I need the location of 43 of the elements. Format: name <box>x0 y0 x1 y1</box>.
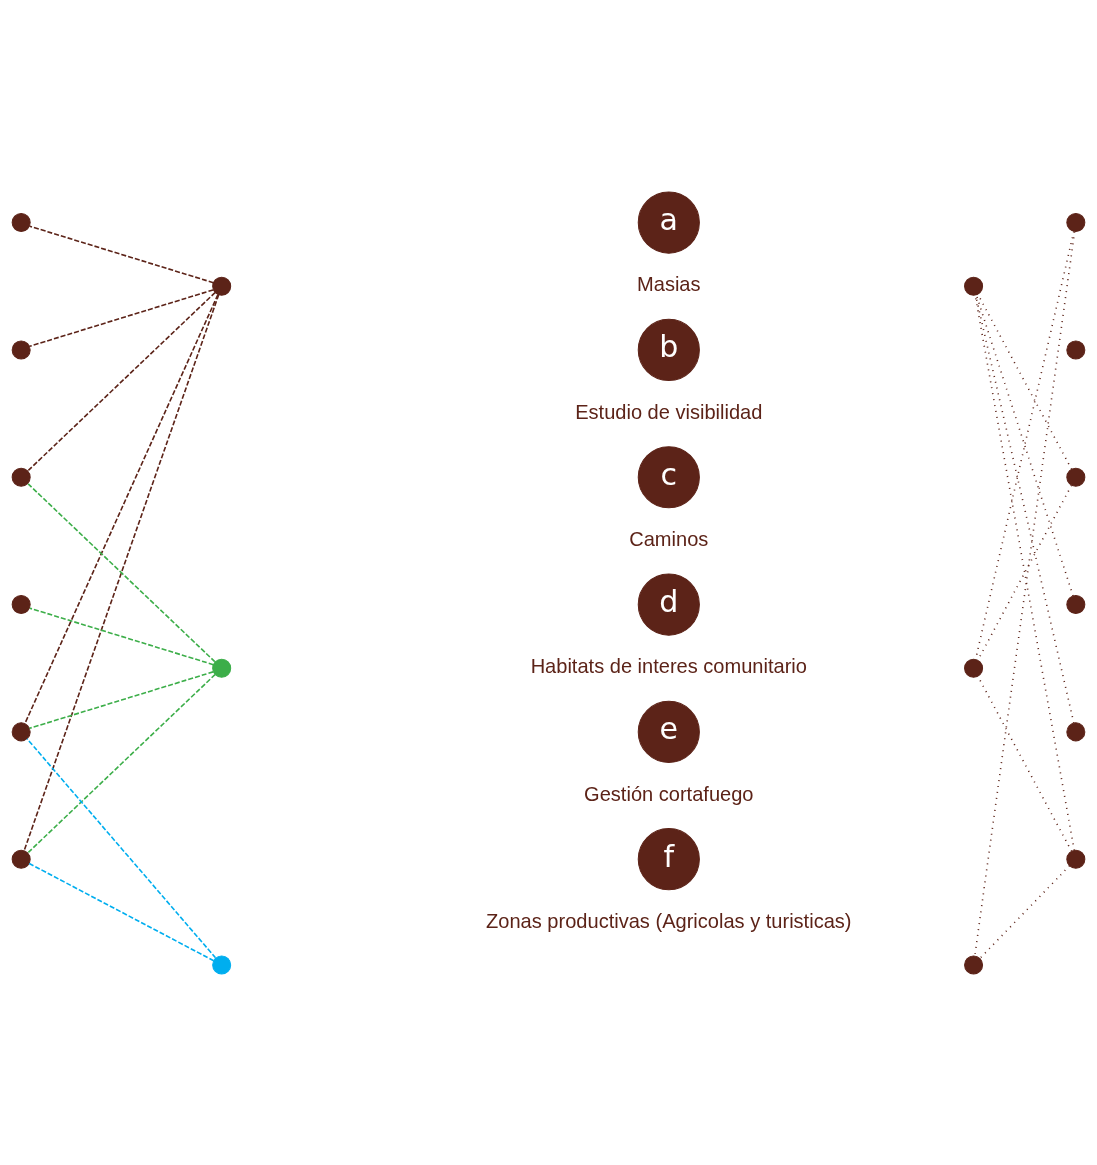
node-circle <box>1066 467 1086 487</box>
node-circle <box>212 276 232 296</box>
node-circle <box>11 467 31 487</box>
node-label: Caminos <box>629 527 709 550</box>
connector <box>26 737 217 959</box>
node-circle <box>11 339 31 359</box>
connector <box>28 670 214 729</box>
node-circle <box>212 658 232 678</box>
node-label: Habitats de interes comunitario <box>530 654 807 677</box>
node-circle <box>964 658 984 678</box>
connector <box>29 224 215 283</box>
node-label: Estudio de visibilidad <box>575 400 763 423</box>
connector <box>27 291 216 471</box>
connector <box>27 673 216 853</box>
node-circle: c <box>637 445 700 508</box>
node-label: Masias <box>637 272 701 295</box>
node-circle: e <box>637 700 700 763</box>
connector <box>28 862 215 962</box>
connector <box>23 293 220 851</box>
node-circle <box>1066 849 1086 869</box>
node-label: Gestión cortafuego <box>584 782 754 805</box>
connector <box>24 293 219 724</box>
node-circle <box>11 212 31 232</box>
node-circle: f <box>637 827 700 890</box>
connector <box>979 864 1071 959</box>
node-label: Zonas productivas (Agricolas y turisticas) <box>486 909 852 932</box>
node-circle: d <box>637 573 700 636</box>
node-circle <box>212 954 232 974</box>
node-circle <box>964 954 984 974</box>
node-circle <box>11 594 31 614</box>
node-circle: a <box>637 191 700 254</box>
node-circle <box>1066 721 1086 741</box>
node-circle <box>1066 594 1086 614</box>
node-circle: b <box>637 318 700 381</box>
connector <box>974 230 1076 957</box>
node-circle <box>1066 212 1086 232</box>
node-circle <box>11 721 31 741</box>
node-circle <box>964 276 984 296</box>
node-circle <box>1066 339 1086 359</box>
connector <box>27 482 216 662</box>
connector <box>29 606 215 665</box>
connector <box>28 288 214 347</box>
node-circle <box>11 849 31 869</box>
